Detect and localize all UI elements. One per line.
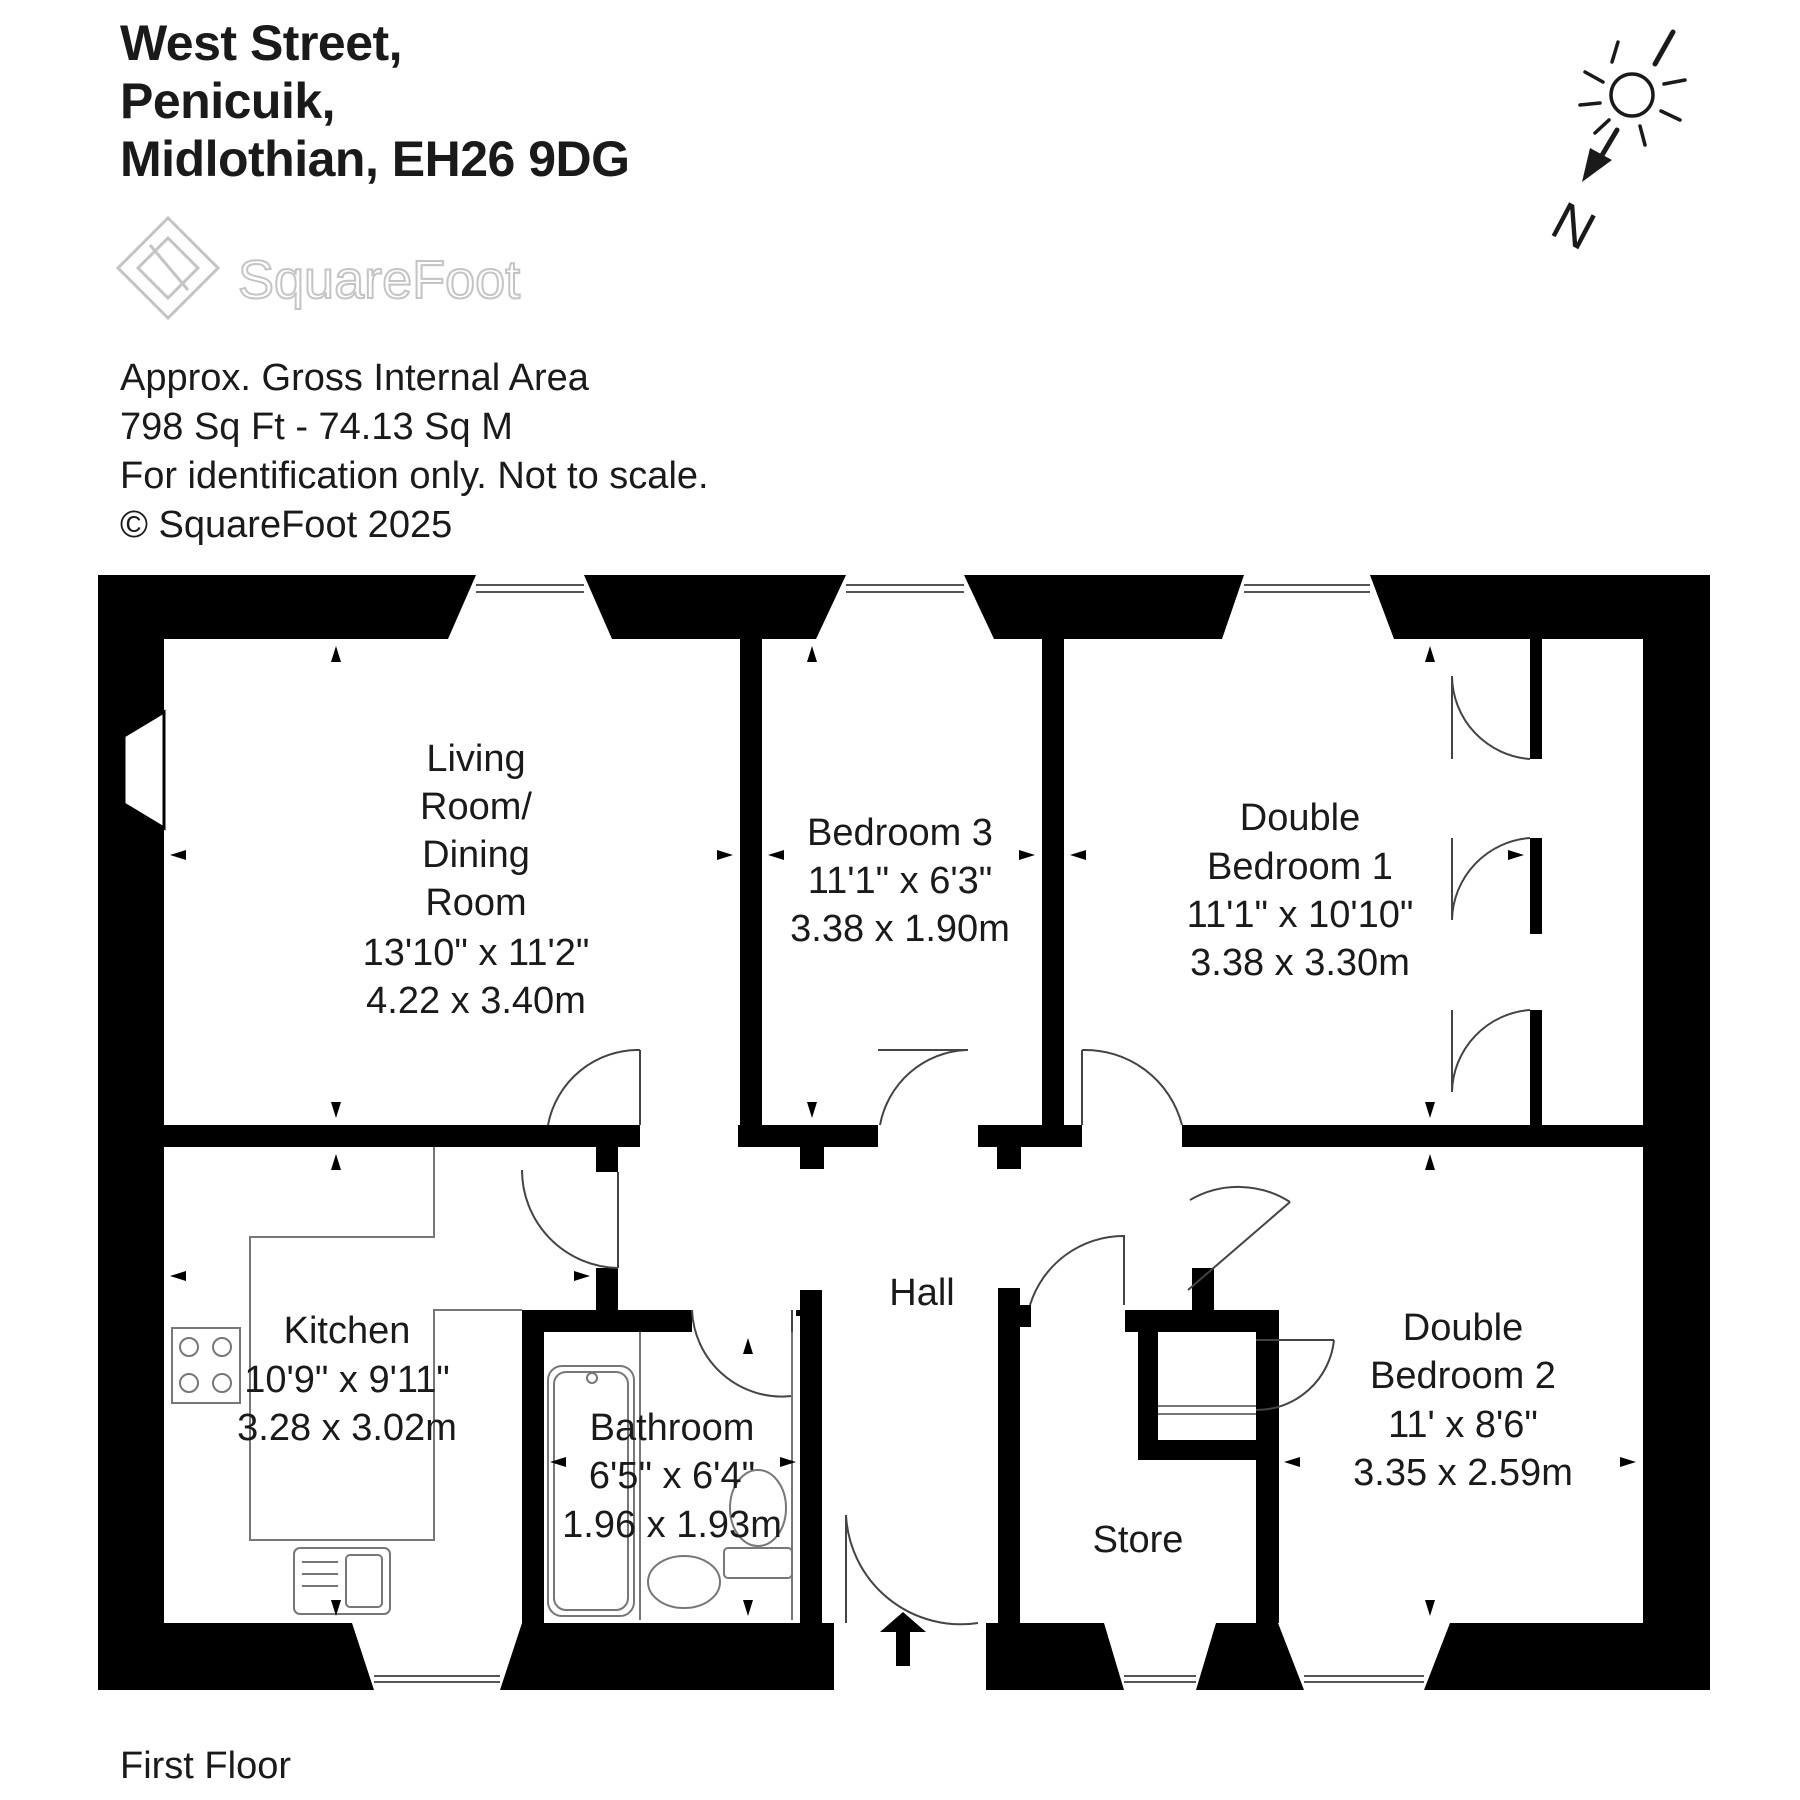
store-label: Store — [1093, 1519, 1184, 1561]
squarefoot-logo: SquareFoot — [115, 215, 521, 321]
store-shelving — [1158, 1405, 1256, 1415]
area-info: Approx. Gross Internal Area 798 Sq Ft - … — [120, 354, 709, 550]
bathroom-imperial: 6'5" x 6'4" — [589, 1455, 755, 1497]
bedroom3-metric: 3.38 x 1.90m — [790, 908, 1010, 950]
room-bathroom: Bathroom 6'5" x 6'4" 1.96 x 1.93m — [562, 1407, 782, 1546]
living-label-3: Dining — [422, 834, 530, 876]
living-label-1: Living — [426, 738, 525, 780]
double1-imperial: 11'1" x 10'10" — [1187, 894, 1414, 936]
property-address: West Street, Penicuik, Midlothian, EH26 … — [120, 14, 630, 188]
bathroom-name: Bathroom — [590, 1407, 755, 1449]
sink — [293, 1547, 391, 1615]
room-kitchen: Kitchen 10'9" x 9'11" 3.28 x 3.02m — [237, 1310, 457, 1449]
double1-metric: 3.38 x 3.30m — [1190, 942, 1410, 984]
double2-imperial: 11' x 8'6" — [1388, 1404, 1538, 1446]
area-label: Approx. Gross Internal Area — [120, 357, 589, 399]
double2-label-1: Double — [1403, 1307, 1523, 1349]
room-double-bedroom-1: Double Bedroom 1 11'1" x 10'10" 3.38 x 3… — [1187, 797, 1414, 984]
room-double-bedroom-2: Double Bedroom 2 11' x 8'6" 3.35 x 2.59m — [1353, 1307, 1573, 1494]
squarefoot-logo-icon — [115, 215, 221, 321]
bathroom-metric: 1.96 x 1.93m — [562, 1504, 782, 1546]
bathtub — [547, 1365, 635, 1617]
double1-label-1: Double — [1240, 797, 1360, 839]
kitchen-name: Kitchen — [284, 1310, 411, 1352]
floor-label: First Floor — [120, 1745, 291, 1787]
room-bedroom-3: Bedroom 3 11'1" x 6'3" 3.38 x 1.90m — [790, 812, 1010, 950]
area-value: 798 Sq Ft - 74.13 Sq M — [120, 406, 513, 448]
kitchen-metric: 3.28 x 3.02m — [237, 1407, 457, 1449]
windows — [352, 575, 1450, 1690]
living-imperial: 13'10" x 11'2" — [363, 932, 590, 974]
bedroom3-imperial: 11'1" x 6'3" — [808, 860, 992, 902]
bedroom3-name: Bedroom 3 — [807, 812, 993, 854]
kitchen-units — [171, 1147, 522, 1615]
hob — [171, 1327, 241, 1404]
hall-label: Hall — [889, 1272, 954, 1314]
bathroom-fixtures — [547, 1332, 793, 1620]
north-label: N — [1542, 191, 1605, 262]
living-metric: 4.22 x 3.40m — [366, 980, 586, 1022]
living-label-2: Room/ — [420, 786, 532, 828]
disclaimer: For identification only. Not to scale. — [120, 455, 709, 497]
kitchen-imperial: 10'9" x 9'11" — [244, 1359, 450, 1401]
fireplace — [122, 709, 166, 831]
address-line-2: Penicuik, — [120, 73, 336, 129]
door-swings — [521, 675, 1531, 1626]
entrance-arrow-icon — [880, 1612, 926, 1666]
address-line-3: Midlothian, EH26 9DG — [120, 131, 630, 187]
washbasin — [647, 1555, 721, 1609]
sun-compass-icon — [1578, 29, 1687, 182]
double2-label-2: Bedroom 2 — [1370, 1355, 1556, 1397]
double1-label-2: Bedroom 1 — [1207, 846, 1393, 888]
walls — [98, 575, 1710, 1690]
address-line-1: West Street, — [120, 15, 403, 71]
double2-metric: 3.35 x 2.59m — [1353, 1452, 1573, 1494]
copyright: © SquareFoot 2025 — [120, 504, 453, 546]
dimension-markers — [170, 646, 1636, 1616]
toilet — [729, 1469, 787, 1547]
living-label-4: Room — [425, 882, 526, 924]
logo-text: SquareFoot — [238, 250, 520, 310]
room-living-dining: Living Room/ Dining Room 13'10" x 11'2" … — [363, 738, 590, 1022]
